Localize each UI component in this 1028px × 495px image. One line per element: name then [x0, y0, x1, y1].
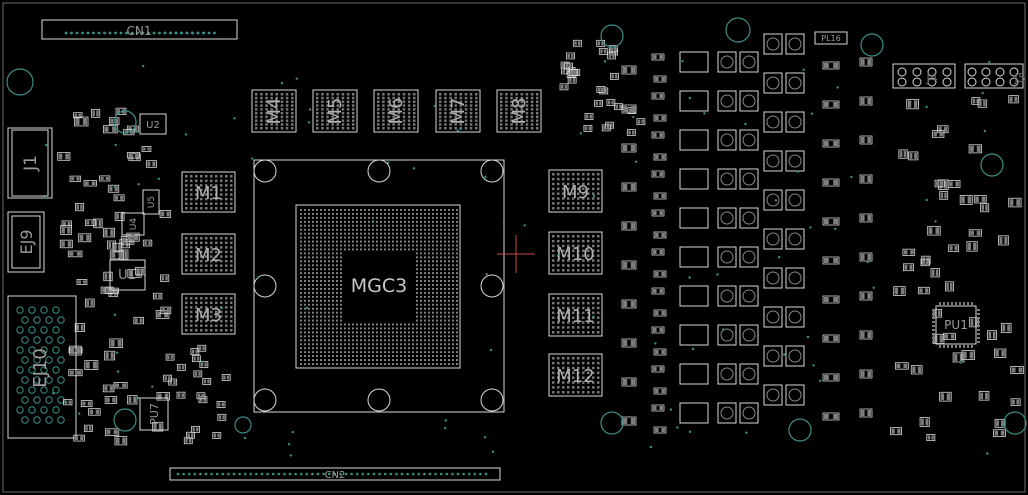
connector-j1[interactable]: J1	[7, 127, 53, 199]
memory-chip-label: M7	[448, 98, 469, 125]
memory-chip-label: M9	[562, 182, 589, 203]
header-j5[interactable]: J5	[964, 63, 1026, 89]
memory-chip-label: M10	[556, 244, 594, 265]
memory-chip-label: M2	[195, 245, 222, 266]
memory-chip-m4[interactable]: M4	[251, 89, 297, 133]
memory-chip-m1[interactable]: M1	[181, 171, 236, 213]
ic-pu7[interactable]: PU7	[139, 397, 169, 431]
memory-chip-m2[interactable]: M2	[181, 233, 236, 275]
memory-chip-m12[interactable]: M12	[548, 353, 603, 397]
memory-chip-m10[interactable]: M10	[548, 231, 603, 275]
memory-chip-m7[interactable]: M7	[435, 89, 481, 133]
memory-chip-label: M4	[264, 98, 285, 125]
ic-pu7-label: PU7	[148, 403, 161, 425]
gpu-package[interactable]: MGC3	[253, 159, 505, 413]
small-components	[43, 33, 1024, 457]
memory-chip-label: M1	[195, 183, 222, 204]
header-j5-label: J5	[1013, 71, 1025, 85]
ic-u5[interactable]: U5	[142, 189, 160, 215]
connector-ej9-label: EJ9	[17, 229, 36, 254]
memory-chip-label: M12	[556, 366, 594, 387]
inductor-pl16[interactable]: PL16	[814, 31, 848, 45]
connector-cn1[interactable]: CN1	[41, 19, 238, 40]
ic-pu1-label: PU1	[944, 318, 968, 332]
connector-ej10[interactable]: EJ10	[7, 295, 77, 439]
connector-ej10-label: EJ10	[30, 348, 51, 388]
connector-cn1-label: CN1	[127, 24, 152, 38]
connector-j1-label: J1	[21, 155, 41, 172]
mounting-holes	[6, 17, 1027, 442]
connector-ej9[interactable]: EJ9	[7, 211, 45, 273]
memory-chip-label: M5	[325, 98, 346, 125]
ic-u4[interactable]: U4	[121, 212, 145, 236]
connector-cn2[interactable]: CN2	[169, 467, 501, 481]
memory-chip-m9[interactable]: M9	[548, 169, 603, 213]
connector-cn2-label: CN2	[325, 470, 346, 481]
memory-chip-m5[interactable]: M5	[312, 89, 358, 133]
ic-u2[interactable]: U2	[139, 113, 167, 135]
header-j4[interactable]: J4	[892, 63, 956, 89]
cursor-crosshair	[497, 235, 535, 273]
ic-pu1[interactable]: PU1	[932, 302, 980, 348]
gpu-label: MGC3	[351, 275, 407, 297]
inductor-pl16-label: PL16	[821, 34, 840, 43]
memory-chip-m8[interactable]: M8	[496, 89, 542, 133]
ic-u1-label: U1	[118, 268, 136, 283]
header-j4-label: J4	[925, 71, 937, 85]
memory-chip-label: M8	[509, 98, 530, 125]
ic-u4-label: U4	[129, 218, 139, 231]
memory-chip-label: M6	[386, 98, 407, 125]
ic-u2-label: U2	[146, 120, 160, 131]
memory-chip-m11[interactable]: M11	[548, 293, 603, 337]
memory-chip-label: M3	[195, 305, 222, 326]
memory-chip-label: M11	[556, 306, 594, 327]
ic-u1[interactable]: U1	[109, 259, 146, 291]
memory-chip-m6[interactable]: M6	[373, 89, 419, 133]
memory-chip-m3[interactable]: M3	[181, 293, 236, 335]
ic-u5-label: U5	[147, 196, 157, 208]
